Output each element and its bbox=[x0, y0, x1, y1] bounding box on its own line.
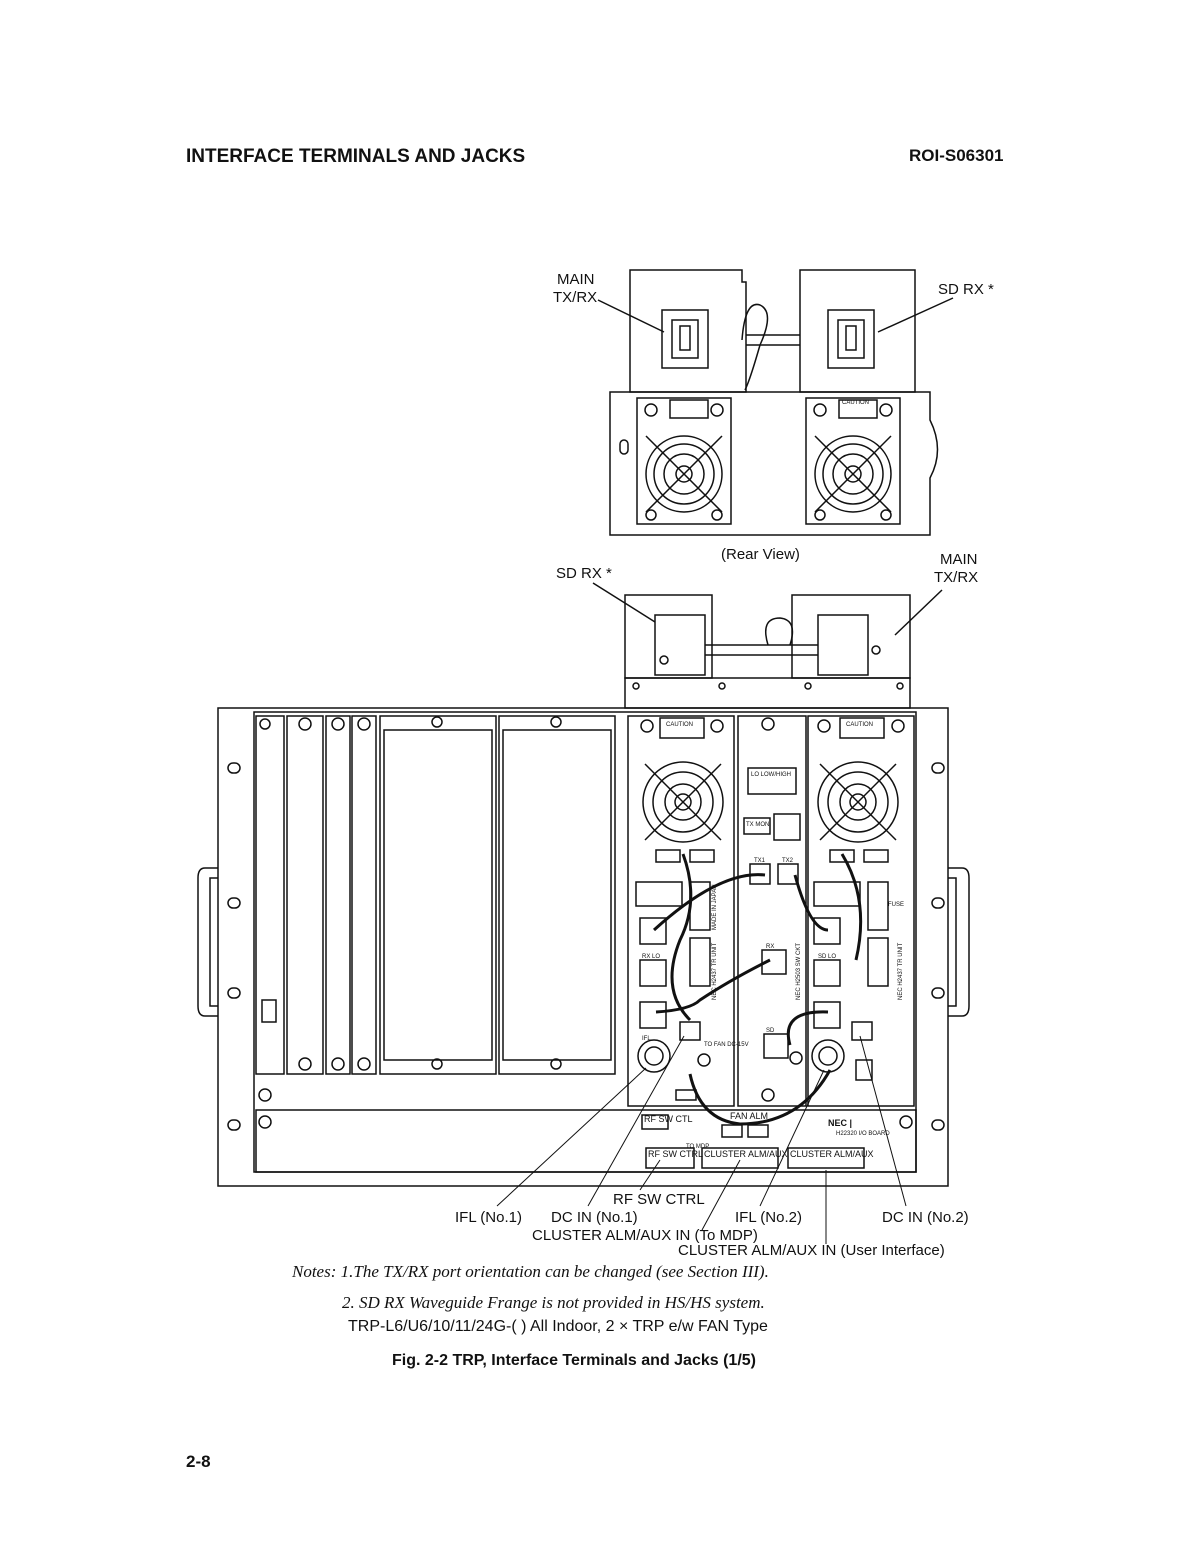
ifl-no1-connector bbox=[637, 1039, 671, 1073]
panel-to-mdp: TO MDP bbox=[686, 1144, 709, 1150]
io-board bbox=[255, 1109, 917, 1173]
waveguide-loop bbox=[741, 303, 769, 391]
panel-made-in-japan: MADE IN JAPAN bbox=[712, 884, 718, 930]
label-sd-rx-bottom: SD RX * bbox=[556, 565, 612, 582]
waveguide-flange-main bbox=[661, 309, 709, 369]
label-sd-rx-top: SD RX * bbox=[938, 281, 994, 298]
label-ifl-no2: IFL (No.2) bbox=[735, 1209, 802, 1226]
chassis-frame bbox=[217, 707, 949, 1187]
rf-sw-ctrl-connector bbox=[645, 1147, 695, 1169]
rx-lo-port bbox=[639, 959, 667, 987]
fan-icon bbox=[645, 435, 723, 513]
document-id: ROI-S06301 bbox=[909, 146, 1004, 165]
panel-rx-lo: RX LO bbox=[642, 954, 660, 960]
page-number: 2-8 bbox=[186, 1452, 211, 1471]
leader-sd-rx-top bbox=[877, 297, 954, 333]
tx-port bbox=[639, 917, 667, 945]
label-main-top: MAIN bbox=[557, 271, 595, 288]
fan-icon bbox=[814, 435, 892, 513]
rear-housing bbox=[609, 391, 939, 536]
waveguide-plate-left bbox=[629, 269, 747, 393]
label-rear-view: (Rear View) bbox=[721, 546, 800, 563]
rx-port bbox=[639, 1001, 667, 1029]
handle-right bbox=[948, 867, 970, 1017]
fan-unit-right bbox=[805, 397, 901, 525]
fan-icon bbox=[642, 761, 724, 843]
panel-tx-mon: TX MON bbox=[746, 822, 769, 828]
panel-tx2: TX2 bbox=[782, 858, 794, 864]
label-cluster-mdp: CLUSTER ALM/AUX IN (To MDP) bbox=[532, 1227, 758, 1244]
label-dc-in-no2: DC IN (No.2) bbox=[882, 1209, 969, 1226]
callout-leaders bbox=[496, 1035, 907, 1244]
panel-lo-high: LO LOW/HIGH bbox=[751, 772, 791, 778]
note-2: 2. SD RX Waveguide Frange is not provide… bbox=[342, 1293, 765, 1312]
label-main-bottom: MAIN bbox=[940, 551, 978, 568]
panel-sd: SD bbox=[766, 1028, 775, 1034]
fan-unit-left bbox=[636, 397, 732, 525]
panel-board-id: H22320 I/O BOARD bbox=[836, 1131, 890, 1137]
panel-fan-alm: FAN ALM bbox=[730, 1111, 768, 1121]
panel-cluster-box-1: CLUSTER ALM/AUX bbox=[704, 1149, 788, 1159]
leader-main-txrx-top bbox=[597, 299, 665, 333]
sd-waveguide-flange bbox=[654, 614, 706, 676]
panel-fuse: FUSE bbox=[888, 902, 904, 908]
rear-view-assembly bbox=[597, 269, 954, 536]
panel-cluster-box-2: CLUSTER ALM/AUX bbox=[790, 1149, 874, 1159]
waveguide-flange-sd bbox=[827, 309, 875, 369]
waveguide-plate-right bbox=[799, 269, 916, 393]
figure-caption: Fig. 2-2 TRP, Interface Terminals and Ja… bbox=[392, 1352, 756, 1369]
panel-tr-unit-1: NEC H2437 TR UNIT bbox=[712, 942, 718, 1000]
panel-to-fan: TO FAN DC-15V bbox=[704, 1042, 749, 1048]
leader-main-txrx-bottom bbox=[894, 589, 943, 636]
note-1: Notes: 1.The TX/RX port orientation can … bbox=[292, 1262, 769, 1281]
panel-tr-unit-2: NEC H2437 TR UNIT bbox=[898, 942, 904, 1000]
panel-sw-ckt: NEC H2503 SW CKT bbox=[796, 943, 802, 1000]
label-ifl-no1: IFL (No.1) bbox=[455, 1209, 522, 1226]
panel-sd-lo: SD LO bbox=[818, 954, 836, 960]
label-cluster-user: CLUSTER ALM/AUX IN (User Interface) bbox=[678, 1242, 945, 1259]
ifl-no2-connector bbox=[811, 1039, 845, 1073]
label-rf-sw-ctrl: RF SW CTRL bbox=[613, 1191, 705, 1208]
panel-ifl: IFL bbox=[642, 1036, 651, 1042]
label-txrx-top: TX/RX bbox=[553, 289, 597, 306]
blank-slot bbox=[498, 715, 616, 1075]
panel-rf-sw-ctrl-box: RF SW CTRL bbox=[648, 1149, 703, 1159]
panel-caution-2: CAUTION bbox=[846, 722, 873, 728]
panel-rf-sw-ctl: RF SW CTL bbox=[644, 1114, 693, 1124]
leader-sd-rx-bottom bbox=[592, 582, 656, 623]
main-waveguide-flange bbox=[817, 614, 869, 676]
label-txrx-bottom: TX/RX bbox=[934, 569, 978, 586]
dc-in-no1 bbox=[679, 1021, 701, 1041]
panel-rx: RX bbox=[766, 944, 774, 950]
handle-left bbox=[197, 867, 218, 1017]
panel-tx1: TX1 bbox=[754, 858, 766, 864]
waveguide-top-assembly bbox=[592, 582, 943, 709]
blank-slot bbox=[379, 715, 497, 1075]
cluster-user-connector bbox=[787, 1147, 865, 1169]
page-header-title: INTERFACE TERMINALS AND JACKS bbox=[186, 146, 526, 167]
dc-in-no2 bbox=[851, 1021, 873, 1041]
label-dc-in-no1: DC IN (No.1) bbox=[551, 1209, 638, 1226]
rack-chassis bbox=[197, 707, 970, 1187]
tr-unit-1 bbox=[627, 715, 735, 1107]
panel-caution-rear: CAUTION bbox=[842, 400, 869, 406]
panel-caution-1: CAUTION bbox=[666, 722, 693, 728]
internal-cables bbox=[652, 853, 863, 1126]
model-line: TRP-L6/U6/10/11/24G-( ) All Indoor, 2 × … bbox=[348, 1318, 768, 1335]
cluster-mdp-connector bbox=[701, 1147, 779, 1169]
panel-nec-logo: NEC | bbox=[828, 1118, 852, 1128]
fan-icon bbox=[817, 761, 899, 843]
ground-terminal bbox=[261, 999, 277, 1023]
